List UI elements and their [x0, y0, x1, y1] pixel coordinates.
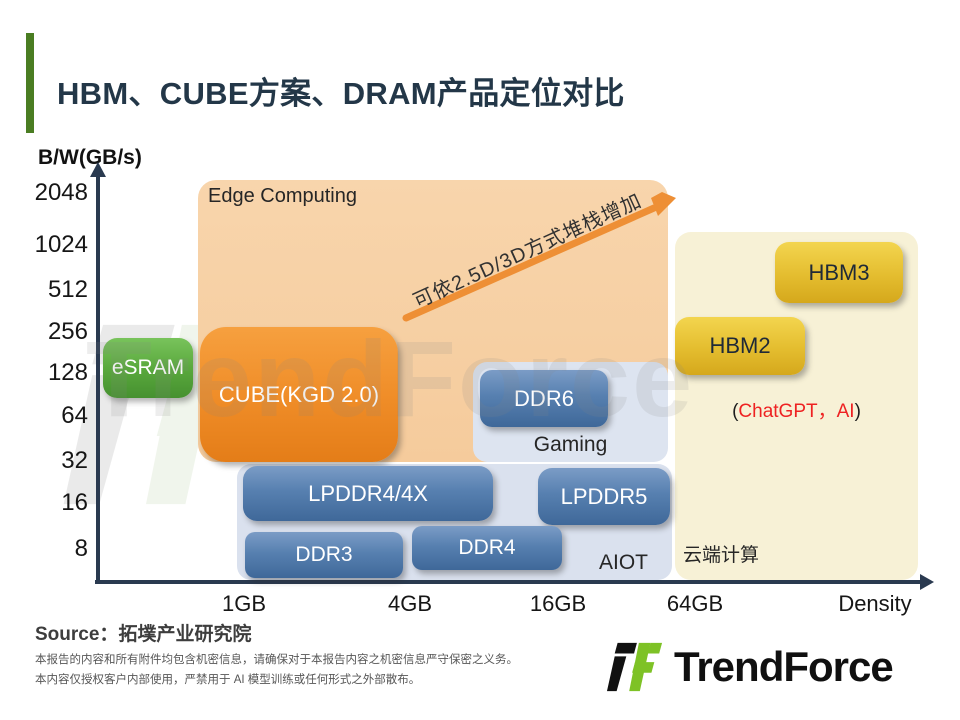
y-tick-512: 512	[47, 276, 88, 303]
y-axis-title: B/W(GB/s)	[38, 146, 142, 169]
y-tick-16: 16	[61, 489, 88, 516]
disclaimer-line-2: 本内容仅授权客户内部使用，严禁用于 AI 模型训练或任何形式之外部散布。	[35, 674, 421, 686]
trendforce-logo: TrendForce	[606, 640, 894, 694]
source-line: Source：拓墣产业研究院	[35, 619, 251, 646]
chatgpt-note-chatgpt: ChatGPT	[738, 401, 818, 422]
source-value: 拓墣产业研究院	[118, 624, 252, 645]
x-tick-64gb: 64GB	[666, 591, 724, 616]
y-axis-arrowhead	[90, 162, 106, 177]
chatgpt-note-paren-open: (	[732, 401, 739, 422]
y-tick-1024: 1024	[34, 231, 88, 258]
y-tick-128: 128	[47, 359, 88, 386]
stack-increase-arrow-icon	[402, 192, 676, 322]
region-label-edge-computing: Edge Computing	[208, 185, 357, 207]
chatgpt-note-comma: ，	[817, 401, 837, 422]
trendforce-logo-icon	[606, 642, 663, 692]
x-tick-1gb: 1GB	[221, 591, 267, 616]
y-tick-256: 256	[47, 318, 88, 345]
trendforce-logo-text: TrendForce	[674, 643, 894, 690]
product-box-cube: CUBE(KGD 2.0)	[200, 327, 398, 462]
chatgpt-note-ai: AI	[836, 401, 855, 422]
page-title: HBM、CUBE方案、DRAM产品定位对比	[57, 76, 625, 111]
source-label: Source	[35, 624, 100, 645]
x-axis-line	[95, 580, 923, 584]
chatgpt-note-paren-close: )	[854, 401, 861, 422]
disclaimer: 本报告的内容和所有附件均包含机密信息，请确保对于本报告内容之机密信息严守保密之义…	[35, 650, 575, 690]
x-axis-title: Density	[838, 591, 912, 616]
chatgpt-ai-note: (ChatGPT，AI)	[675, 396, 918, 423]
disclaimer-line-1: 本报告的内容和所有附件均包含机密信息，请确保对于本报告内容之机密信息严守保密之义…	[35, 654, 518, 666]
y-axis-line	[96, 176, 100, 584]
product-box-esram: eSRAM	[103, 338, 193, 398]
product-box-hbm2: HBM2	[675, 317, 805, 375]
y-tick-2048: 2048	[34, 179, 88, 206]
product-box-lpddr4: LPDDR4/4X	[243, 466, 493, 521]
y-tick-8: 8	[74, 535, 88, 562]
product-box-lpddr5: LPDDR5	[538, 468, 670, 525]
y-tick-32: 32	[61, 447, 88, 474]
x-tick-4gb: 4GB	[387, 591, 433, 616]
region-label-gaming: Gaming	[533, 433, 608, 456]
product-box-hbm3: HBM3	[775, 242, 903, 303]
region-label-cloud-computing: 云端计算	[683, 545, 760, 566]
region-label-aiot: AIOT	[598, 551, 648, 574]
product-box-ddr6: DDR6	[480, 370, 608, 427]
source-separator: ：	[99, 624, 119, 645]
y-tick-64: 64	[61, 402, 88, 429]
product-box-ddr3: DDR3	[245, 532, 403, 578]
x-tick-16gb: 16GB	[529, 591, 587, 616]
title-accent-bar	[26, 33, 34, 133]
product-box-ddr4: DDR4	[412, 526, 562, 570]
x-axis-arrowhead	[920, 574, 934, 590]
